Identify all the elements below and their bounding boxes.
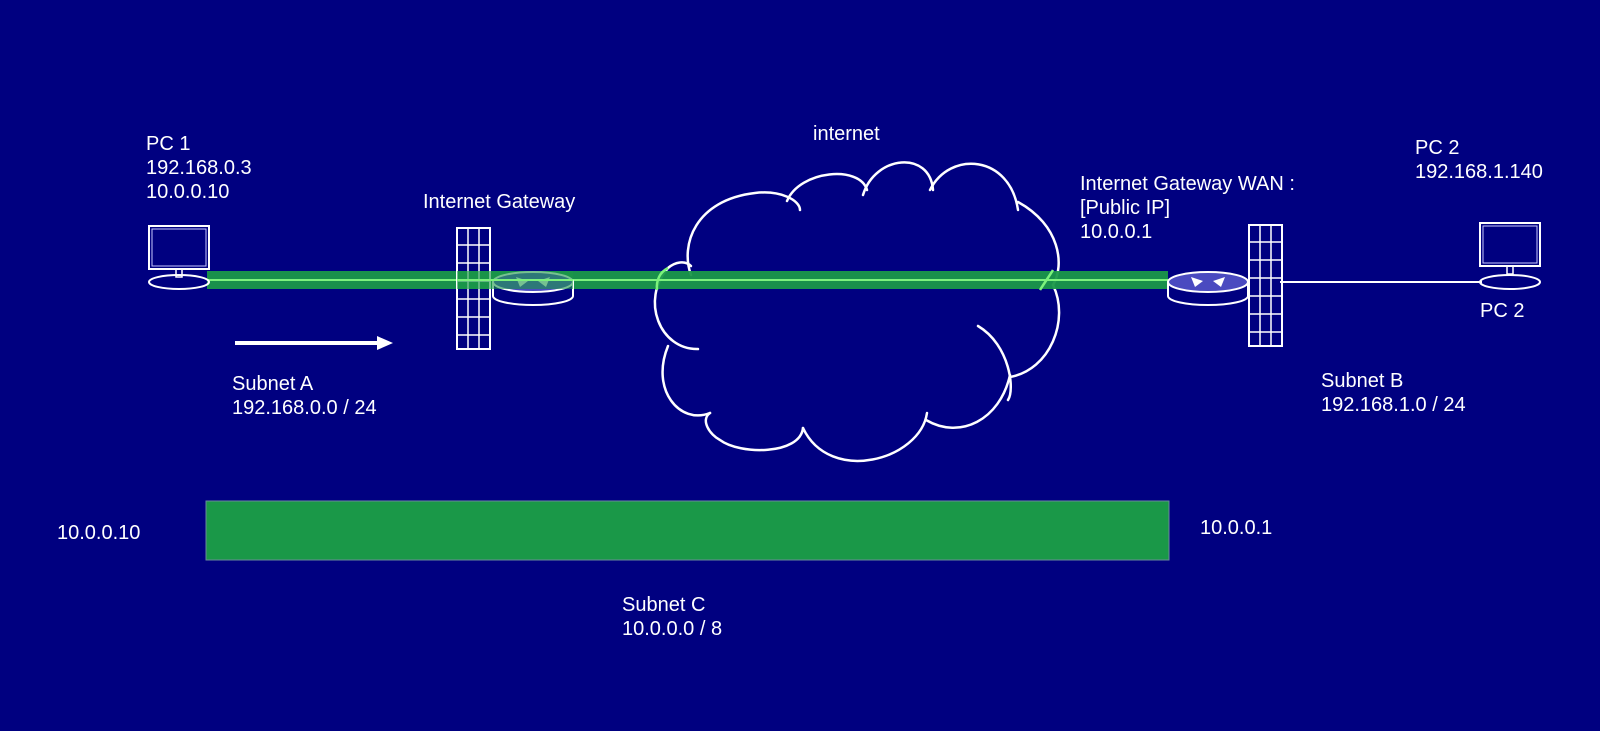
pc1-ip-lan: 192.168.0.3: [146, 157, 252, 179]
gateway-b-label: Internet Gateway WAN : [Public IP] 10.0.…: [1080, 172, 1295, 244]
router-icon: [1167, 271, 1249, 306]
subnet-c-label: Subnet C 10.0.0.0 / 8: [622, 593, 722, 641]
pc1-computer-icon[interactable]: [148, 225, 210, 290]
pc2-computer-icon[interactable]: [1479, 222, 1541, 290]
arrow-right-icon: [235, 336, 393, 350]
pc1-name: PC 1: [146, 133, 191, 155]
subnet-b-label: Subnet B 192.168.1.0 / 24: [1321, 369, 1466, 417]
internet-label: internet: [813, 123, 880, 145]
gateway-b-line3: 10.0.0.1: [1080, 221, 1153, 243]
pc2-name: PC 2: [1415, 137, 1460, 159]
gateway-b-line2: [Public IP]: [1080, 197, 1171, 219]
subnet-b-cidr: 192.168.1.0 / 24: [1321, 394, 1466, 416]
gateway-a-label: Internet Gateway: [423, 191, 576, 213]
subnet-a-cidr: 192.168.0.0 / 24: [232, 397, 377, 419]
subnet-c-bar: [205, 500, 1170, 561]
subnet-b-name: Subnet B: [1321, 370, 1404, 392]
subnet-a-label: Subnet A 192.168.0.0 / 24: [232, 372, 377, 420]
gateway-b-line1: Internet Gateway WAN :: [1080, 173, 1295, 195]
subnet-c-cidr: 10.0.0.0 / 8: [622, 618, 723, 640]
pc1-label: PC 1 192.168.0.3 10.0.0.10: [146, 132, 252, 204]
pc2-caption: PC 2: [1480, 300, 1525, 322]
tunnel-right-ip: 10.0.0.1: [1200, 517, 1273, 539]
pc2-label: PC 2 192.168.1.140: [1415, 136, 1543, 184]
pc2-ip-lan: 192.168.1.140: [1415, 161, 1543, 183]
pc1-ip-tunnel: 10.0.0.10: [146, 181, 230, 203]
firewall-icon: [1248, 224, 1283, 347]
tunnel-left-ip: 10.0.0.10: [57, 522, 141, 544]
subnet-a-name: Subnet A: [232, 373, 314, 395]
cloud-icon: [653, 161, 1061, 463]
subnet-c-name: Subnet C: [622, 594, 706, 616]
